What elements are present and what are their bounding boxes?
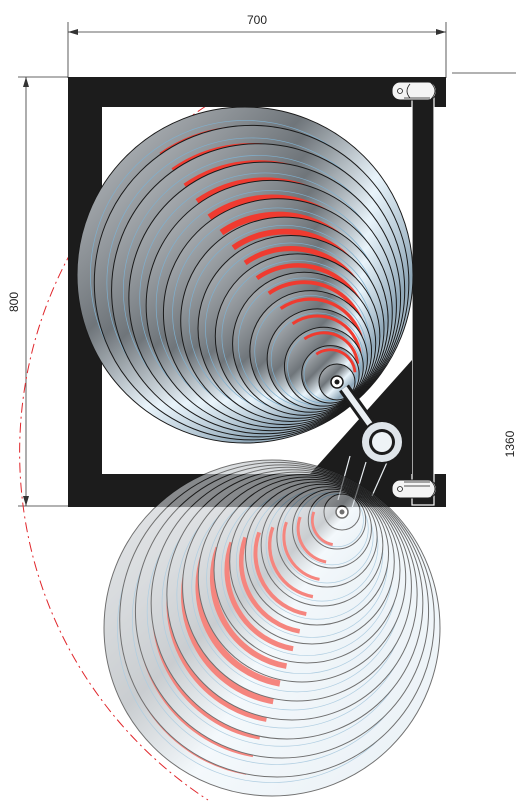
height-label: 800 bbox=[7, 292, 21, 312]
ring-stripe bbox=[209, 546, 288, 669]
bottom-hinge-icon bbox=[391, 479, 437, 499]
ring-stripe bbox=[291, 314, 362, 356]
pivot-icon bbox=[360, 420, 404, 464]
ring-stripe bbox=[253, 531, 307, 616]
ring-inner-edge bbox=[310, 493, 364, 548]
ring-stripe bbox=[315, 348, 357, 373]
ring-stripe bbox=[268, 526, 314, 599]
width-dimension: 700 bbox=[67, 13, 447, 78]
height-dimension: 800 bbox=[7, 76, 68, 507]
open-spiral-rings bbox=[103, 459, 441, 797]
top-hinge-icon bbox=[391, 81, 437, 101]
ring-inner-edge bbox=[287, 330, 361, 404]
ring-stripe bbox=[282, 521, 320, 581]
ring-stripe bbox=[224, 541, 294, 652]
center-dot bbox=[339, 509, 345, 515]
swing-dimension: 1360 bbox=[452, 72, 516, 457]
ring-stripe bbox=[296, 516, 327, 564]
ring-stripe bbox=[239, 536, 301, 634]
ring-inner-edge bbox=[303, 347, 358, 402]
ring-stripe bbox=[310, 511, 334, 547]
swing-label: 1360 bbox=[503, 430, 516, 457]
ring-stripe bbox=[303, 331, 360, 364]
width-label: 700 bbox=[247, 13, 267, 27]
closed-spiral-rings bbox=[76, 106, 414, 444]
center-dot bbox=[334, 379, 340, 385]
